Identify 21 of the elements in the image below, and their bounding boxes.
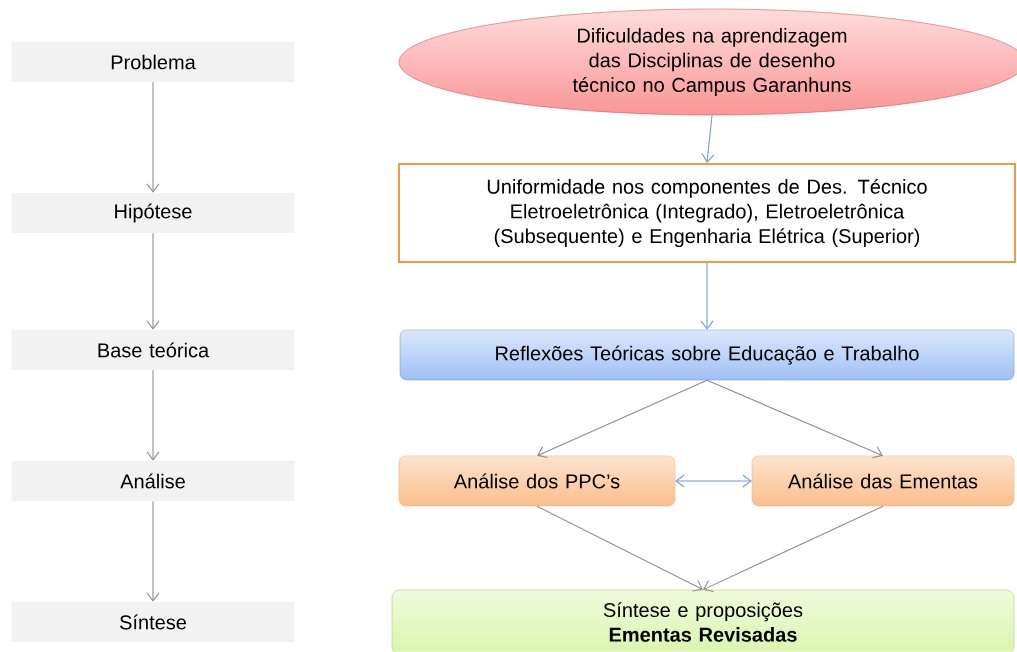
arrow	[536, 505, 703, 592]
arrow	[146, 81, 160, 193]
arrow	[706, 379, 883, 459]
arrow	[146, 500, 160, 602]
theory-box: Reflexões Teóricas sobre Educação e Trabalho	[399, 329, 1015, 381]
arrow	[537, 379, 708, 459]
synthesis-box: Síntese e proposições Ementas Revisadas	[391, 589, 1015, 652]
stage-label-box: Síntese	[11, 602, 295, 642]
hypothesis-box: Uniformidade nos componentes de Des. Técnico Eletroeletrônica (Integrado), Eletroeletrônica (Subsequente) e Engenharia Elétrica (Superior)	[398, 163, 1016, 263]
arrow	[703, 505, 884, 592]
arrow	[700, 262, 714, 330]
arrow	[675, 474, 752, 488]
analysis-box: Análise das Ementas	[751, 455, 1015, 507]
arrow	[146, 232, 160, 330]
analysis-box: Análise dos PPC’s	[398, 455, 676, 507]
arrow	[701, 114, 715, 163]
stage-label-box: Hipótese	[11, 193, 295, 233]
stage-label-box: Problema	[11, 42, 295, 82]
arrow	[146, 369, 160, 461]
stage-label-box: Base teórica	[11, 330, 295, 370]
stage-label-box: Análise	[11, 461, 295, 501]
